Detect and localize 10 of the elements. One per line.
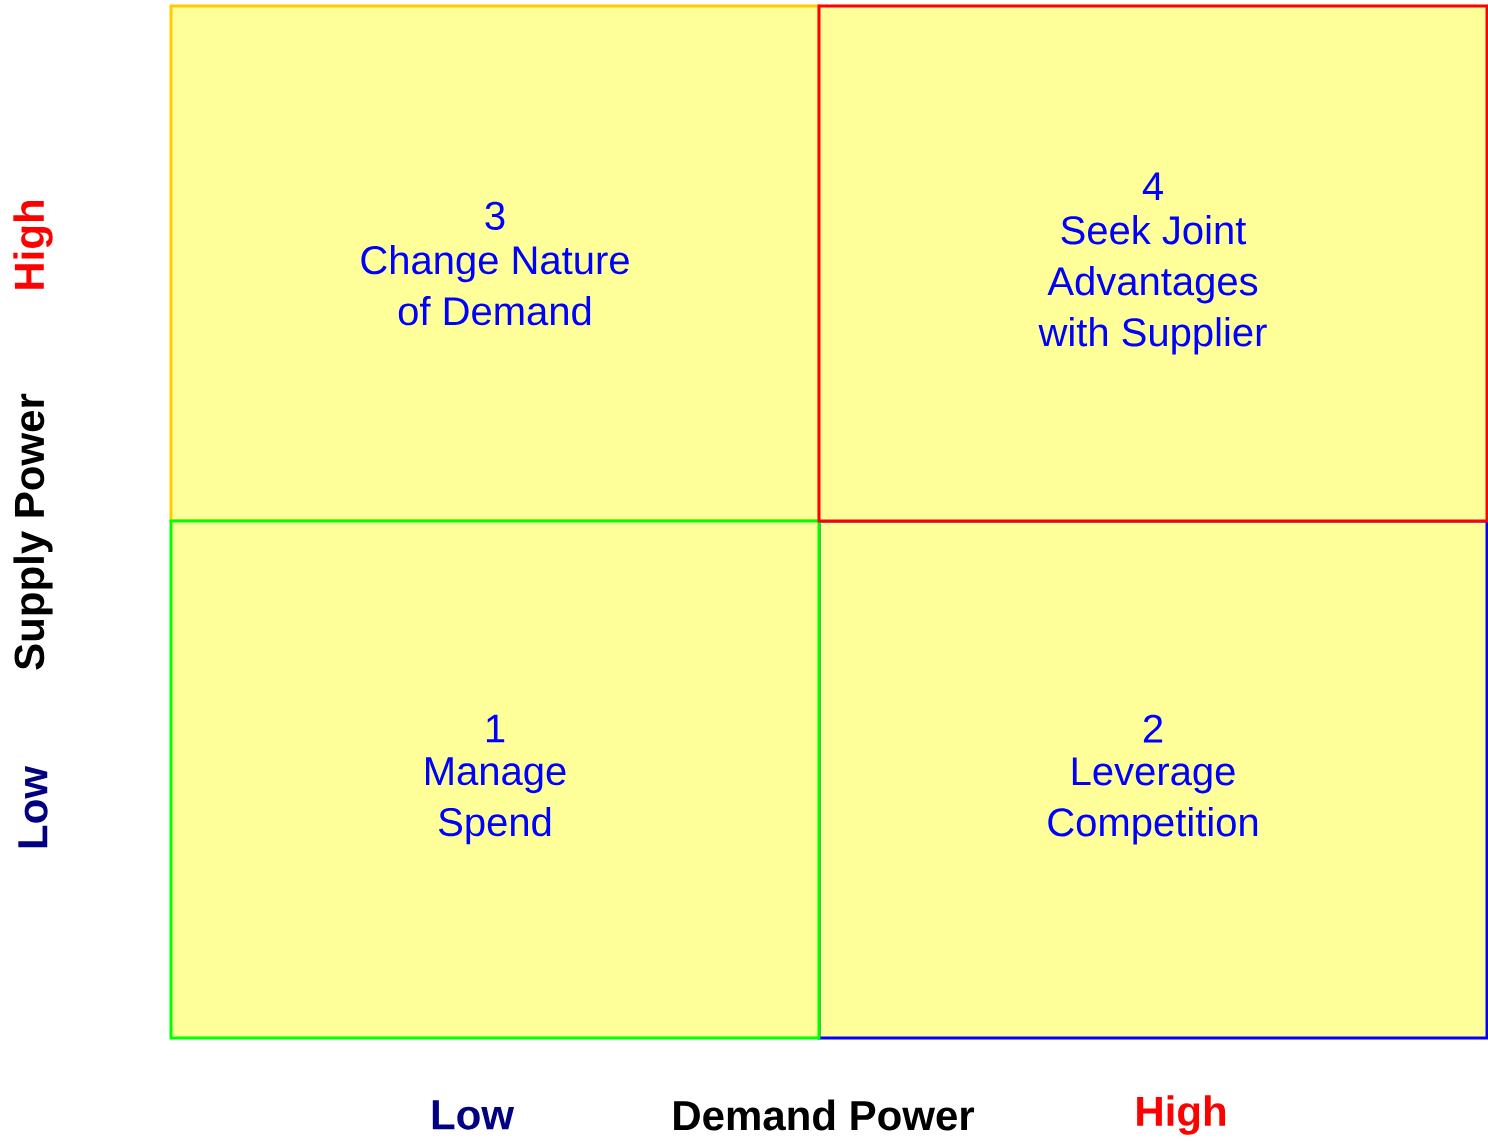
- quadrant-box: 3 Change Nature of Demand: [169, 4, 821, 523]
- quadrant-box: 1 Manage Spend: [169, 519, 821, 1040]
- axis-label: High: [13, 200, 53, 289]
- axis-label: Demand Power: [674, 1099, 975, 1131]
- axis-label: High: [1137, 1095, 1226, 1135]
- axis-label: Low: [18, 765, 48, 848]
- quadrant-box: 2 Leverage Competition: [817, 519, 1488, 1040]
- axis-label: Supply Power: [13, 393, 53, 670]
- axis-label: Low: [432, 1100, 515, 1130]
- quadrant-box: 4 Seek Joint Advantages with Supplier: [817, 4, 1488, 523]
